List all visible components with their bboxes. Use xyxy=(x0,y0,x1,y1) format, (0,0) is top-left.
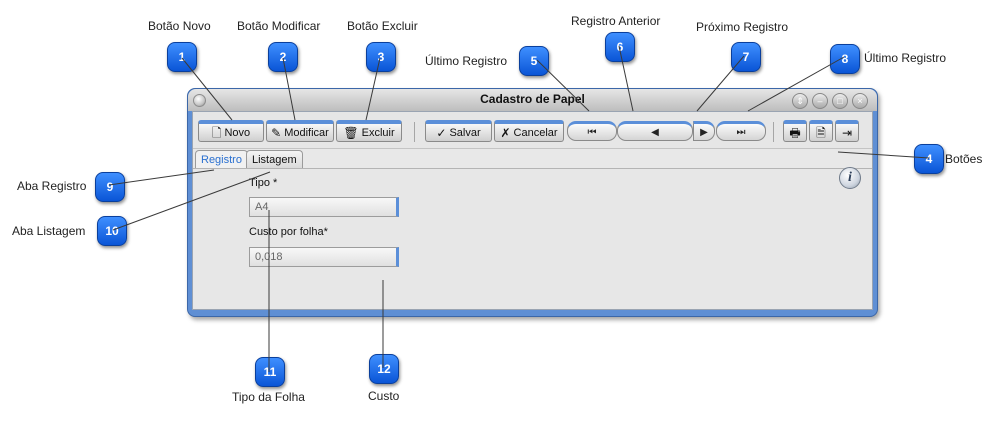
callout-badge-5: 5 xyxy=(519,46,549,76)
novo-button[interactable]: 🗋 Novo xyxy=(198,120,264,142)
tab-listagem[interactable]: Listagem xyxy=(246,150,303,168)
tipo-label: Tipo * xyxy=(249,177,278,189)
excluir-button-label: Excluir xyxy=(361,126,395,139)
trash-icon: 🗑 xyxy=(343,125,359,140)
custo-input[interactable]: 0,018 xyxy=(249,247,399,267)
callout-label-10: Aba Listagem xyxy=(12,224,86,238)
tab-registro[interactable]: Registro xyxy=(195,150,248,168)
first-record-button[interactable]: ⏮ xyxy=(567,121,617,141)
restore-icon[interactable]: ⇕ xyxy=(792,93,808,109)
first-record-icon: ⏮ xyxy=(587,126,597,138)
callout-badge-9: 9 xyxy=(95,172,125,202)
x-mark-icon: ✗ xyxy=(500,125,511,140)
exit-door-icon: ⇥ xyxy=(841,125,853,140)
callout-label-7: Próximo Registro xyxy=(696,20,789,34)
callout-label-6: Registro Anterior xyxy=(571,14,661,28)
novo-button-label: Novo xyxy=(224,126,251,139)
custo-label: Custo por folha* xyxy=(249,226,328,238)
window-title: Cadastro de Papel xyxy=(480,92,585,106)
printer-icon: 🖶 xyxy=(789,125,801,140)
checkmark-icon: ✓ xyxy=(436,125,447,140)
callout-badge-1: 1 xyxy=(167,42,197,72)
callout-badge-7: 7 xyxy=(731,42,761,72)
modificar-button[interactable]: ✎ Modificar xyxy=(266,120,334,142)
callout-label-2: Botão Modificar xyxy=(237,19,321,33)
tipo-input[interactable]: A4 xyxy=(249,197,399,217)
new-document-icon: 🗋 xyxy=(211,125,222,140)
window-body: 🗋 Novo ✎ Modificar 🗑 Excluir ✓ Salvar ✗ … xyxy=(192,111,873,310)
next-record-icon: ▶ xyxy=(700,126,708,138)
callout-badge-11: 11 xyxy=(255,357,285,387)
registro-panel: Tipo * A4 Custo por folha* 0,018 i xyxy=(193,167,872,309)
cadastro-de-papel-window: Cadastro de Papel ⇕ – □ × 🗋 Novo ✎ Modif… xyxy=(187,88,878,317)
maximize-icon[interactable]: □ xyxy=(832,93,848,109)
minimize-icon[interactable]: – xyxy=(812,93,828,109)
exit-button[interactable]: ⇥ xyxy=(835,120,859,142)
toolbar-separator xyxy=(773,122,774,142)
next-record-button[interactable]: ▶ xyxy=(693,121,715,141)
callout-badge-12: 12 xyxy=(369,354,399,384)
callout-badge-4: 4 xyxy=(914,144,944,174)
callout-badge-8: 8 xyxy=(830,44,860,74)
callout-label-5: Último Registro xyxy=(425,54,508,68)
cancelar-button-label: Cancelar xyxy=(513,126,558,139)
callout-label-3: Botão Excluir xyxy=(347,19,418,33)
edit-document-icon: ✎ xyxy=(271,125,282,140)
last-record-button[interactable]: ⏭ xyxy=(716,121,766,141)
callout-badge-3: 3 xyxy=(366,42,396,72)
cancelar-button[interactable]: ✗ Cancelar xyxy=(494,120,564,142)
toolbar-separator xyxy=(414,122,415,142)
previous-record-icon: ◀ xyxy=(651,126,659,138)
window-titlebar[interactable]: Cadastro de Papel ⇕ – □ × xyxy=(188,89,877,111)
previous-record-button[interactable]: ◀ xyxy=(617,121,693,141)
close-icon[interactable]: × xyxy=(852,93,868,109)
callout-badge-10: 10 xyxy=(97,216,127,246)
callout-badge-6: 6 xyxy=(605,32,635,62)
toolbar: 🗋 Novo ✎ Modificar 🗑 Excluir ✓ Salvar ✗ … xyxy=(193,112,872,149)
salvar-button-label: Salvar xyxy=(449,126,481,139)
info-icon[interactable]: i xyxy=(839,167,861,189)
callout-label-11: Tipo da Folha xyxy=(232,390,305,404)
excluir-button[interactable]: 🗑 Excluir xyxy=(336,120,402,142)
callout-label-4: Botões xyxy=(945,152,983,166)
salvar-button[interactable]: ✓ Salvar xyxy=(425,120,492,142)
callout-label-12: Custo xyxy=(368,389,400,403)
callout-label-9: Aba Registro xyxy=(17,179,87,193)
callout-label-8: Último Registro xyxy=(864,51,947,65)
callout-label-1: Botão Novo xyxy=(148,19,211,33)
callout-badge-2: 2 xyxy=(268,42,298,72)
last-record-icon: ⏭ xyxy=(736,126,746,138)
report-preview-button[interactable]: 🗎 xyxy=(809,120,833,142)
modificar-button-label: Modificar xyxy=(284,126,329,139)
report-preview-icon: 🗎 xyxy=(816,125,826,140)
print-button[interactable]: 🖶 xyxy=(783,120,807,142)
